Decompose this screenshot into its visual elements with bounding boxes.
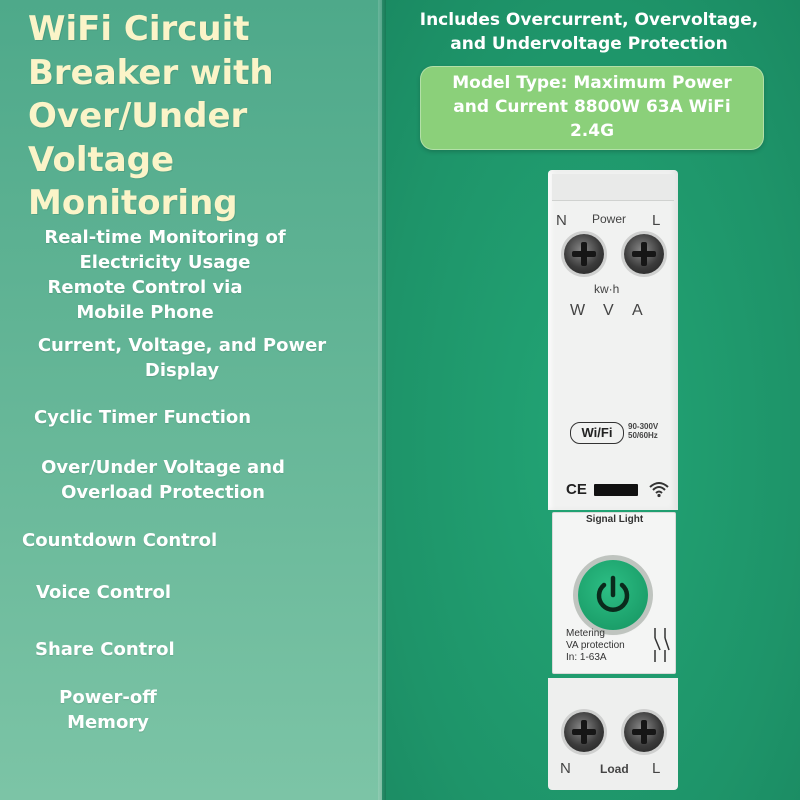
- power-button[interactable]: [578, 560, 648, 630]
- in-rating-label: In: 1-63A: [566, 652, 607, 663]
- left-feature-panel: [0, 0, 382, 800]
- panel-divider: [378, 0, 386, 800]
- circuit-breaker-device: N Power L kw·h W V A Wi/Fi 90-300V 50/60…: [548, 170, 678, 790]
- feature-voice-control: Voice Control: [36, 582, 172, 603]
- switch-symbol-icon: [652, 628, 670, 666]
- signal-light-label: Signal Light: [586, 514, 644, 525]
- top-n-label: N: [556, 212, 567, 229]
- device-top-cap: [552, 174, 674, 201]
- feature-realtime-monitoring: Real-time Monitoring of Electricity Usag…: [44, 227, 286, 273]
- bottom-left-screw-terminal: [564, 712, 604, 752]
- feature-countdown: Countdown Control: [22, 530, 218, 551]
- top-right-screw-terminal: [624, 234, 664, 274]
- feature-display: Current, Voltage, and Power Display: [37, 335, 327, 381]
- product-title: WiFi Circuit Breaker with Over/Under Vol…: [28, 9, 274, 223]
- bottom-n-label: N: [560, 760, 571, 777]
- unit-a-label: A: [632, 302, 643, 319]
- model-type-text: Model Type: Maximum Power and Current 88…: [452, 73, 732, 141]
- ce-mark: CE: [566, 481, 587, 498]
- model-type-box: Model Type: Maximum Power and Current 88…: [420, 66, 764, 150]
- wifi-badge: Wi/Fi: [570, 422, 624, 444]
- va-protection-label: VA protection: [566, 640, 625, 651]
- voltage-rating-label: 90-300V 50/60Hz: [628, 422, 659, 440]
- feature-power-off-memory: Power-off Memory: [59, 687, 157, 733]
- metering-label: Metering: [566, 628, 605, 639]
- top-left-screw-terminal: [564, 234, 604, 274]
- feature-voltage-protection: Over/Under Voltage and Overload Protecti…: [41, 457, 285, 503]
- protection-header: Includes Overcurrent, Overvoltage, and U…: [419, 10, 759, 54]
- unit-v-label: V: [603, 302, 614, 319]
- device-control-section: [552, 512, 676, 674]
- sensor-window: [594, 484, 638, 496]
- feature-cyclic-timer: Cyclic Timer Function: [34, 407, 252, 428]
- feature-remote-control: Remote Control via Mobile Phone: [47, 277, 243, 323]
- unit-w-label: W: [570, 302, 586, 319]
- wifi-signal-icon: [648, 480, 670, 502]
- bottom-l-label: L: [652, 760, 661, 777]
- feature-share-control: Share Control: [35, 639, 175, 660]
- top-l-label: L: [652, 212, 661, 229]
- device-upper-housing: [548, 170, 678, 510]
- bottom-right-screw-terminal: [624, 712, 664, 752]
- top-power-label: Power: [592, 212, 627, 226]
- bottom-load-label: Load: [600, 762, 629, 776]
- kwh-label: kw·h: [594, 282, 620, 296]
